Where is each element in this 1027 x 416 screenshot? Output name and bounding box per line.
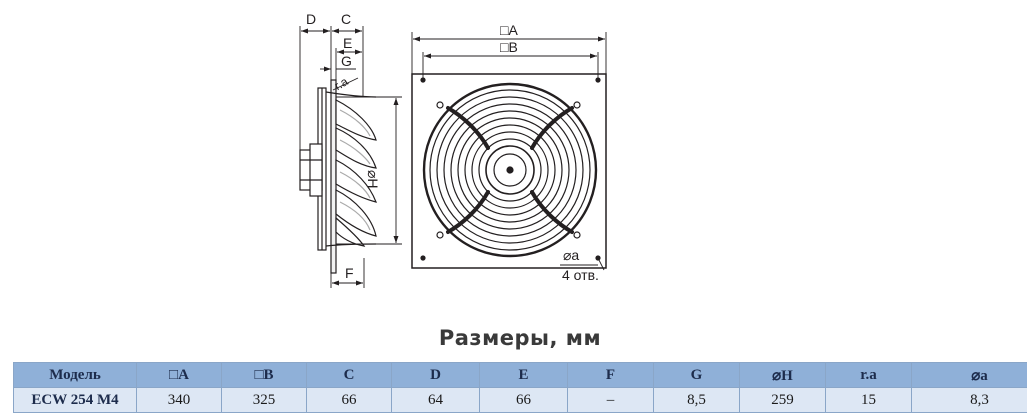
header-d: D — [391, 362, 480, 388]
header-hole-diameter: ⌀a — [911, 362, 1027, 388]
dim-label-ra: r.a — [332, 74, 351, 93]
dim-label-e: E — [343, 35, 352, 51]
fan-front-view — [411, 73, 607, 269]
header-g: G — [653, 362, 740, 388]
dim-label-h: ⌀H — [365, 170, 381, 189]
cell-c: 66 — [306, 387, 392, 413]
cell-e: 66 — [479, 387, 568, 413]
header-b: □B — [221, 362, 307, 388]
table-header-row: Модель □A □B C D E F G ⌀H r.a ⌀a — [13, 362, 1027, 388]
table-row: ECW 254 M4 340 325 66 64 66 – 8,5 259 15… — [13, 387, 1027, 413]
header-a: □A — [136, 362, 222, 388]
table-caption: Размеры, мм — [438, 326, 602, 350]
dim-label-c: C — [341, 11, 351, 27]
dim-label-f: F — [345, 265, 354, 281]
front-dimensions — [411, 32, 607, 271]
header-f: F — [567, 362, 654, 388]
cell-g: 8,5 — [653, 387, 740, 413]
dim-label-d: D — [306, 11, 316, 27]
dim-label-g: G — [341, 53, 352, 69]
dim-label-hole-diameter: ⌀a — [563, 247, 579, 263]
header-h: ⌀H — [739, 362, 826, 388]
cell-b: 325 — [221, 387, 307, 413]
cell-hole-diameter: 8,3 — [911, 387, 1027, 413]
header-model: Модель — [13, 362, 137, 388]
dimensions-table: Модель □A □B C D E F G ⌀H r.a ⌀a ECW 254… — [13, 362, 1027, 413]
cell-a: 340 — [136, 387, 222, 413]
dim-label-a: □A — [500, 22, 518, 38]
fan-dimension-drawing: D C E G r.a ⌀H F □A □B ⌀a 4 отв. — [299, 11, 607, 288]
dim-label-b: □B — [500, 39, 518, 55]
cell-h: 259 — [739, 387, 826, 413]
header-c: C — [306, 362, 392, 388]
cell-model: ECW 254 M4 — [13, 387, 137, 413]
cell-ra: 15 — [825, 387, 912, 413]
cell-d: 64 — [391, 387, 480, 413]
dim-label-hole-count: 4 отв. — [562, 267, 599, 283]
header-e: E — [479, 362, 568, 388]
header-ra: r.a — [825, 362, 912, 388]
side-dimensions — [299, 26, 402, 288]
cell-f: – — [567, 387, 654, 413]
